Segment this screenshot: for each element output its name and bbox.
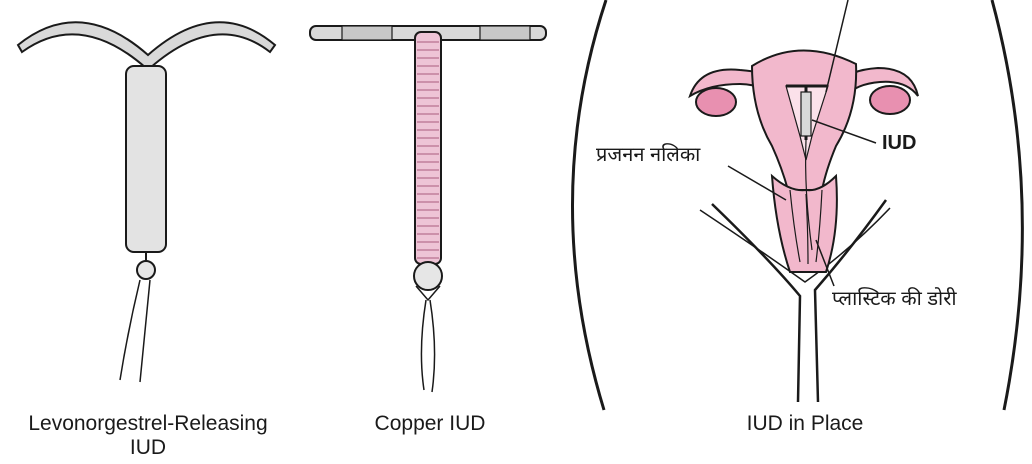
caption-in-place: IUD in Place — [700, 412, 910, 436]
caption-levonorgestrel-line1: Levonorgestrel-Releasing — [0, 412, 296, 436]
label-plastic-string: प्लास्टिक की डोरी — [832, 284, 957, 311]
copper-crossbar-band-left — [342, 26, 392, 40]
vaginal-canal-shape — [772, 176, 837, 272]
copper-stem — [415, 32, 441, 264]
ovary-left — [696, 88, 736, 116]
ovary-right — [870, 86, 910, 114]
iud-in-place-illustration — [572, 0, 1022, 410]
label-vaginal-canal: प्रजनन नलिका — [596, 140, 700, 167]
body-outline-left — [572, 0, 606, 410]
levonorgestrel-arms — [18, 22, 275, 68]
body-outline-right — [992, 0, 1022, 410]
label-iud: IUD — [882, 132, 916, 155]
copper-bulb — [414, 262, 442, 290]
copper-strings — [421, 300, 434, 392]
caption-levonorgestrel: Levonorgestrel-Releasing IUD — [0, 412, 296, 460]
levonorgestrel-iud-illustration — [18, 22, 275, 382]
copper-iud-illustration — [310, 26, 546, 392]
copper-crossbar-band-right — [480, 26, 530, 40]
levonorgestrel-strings — [120, 280, 150, 382]
caption-levonorgestrel-line2: IUD — [0, 436, 296, 460]
caption-copper: Copper IUD — [330, 412, 530, 436]
levonorgestrel-hormone-cylinder — [126, 66, 166, 252]
levonorgestrel-bulb — [137, 261, 155, 279]
